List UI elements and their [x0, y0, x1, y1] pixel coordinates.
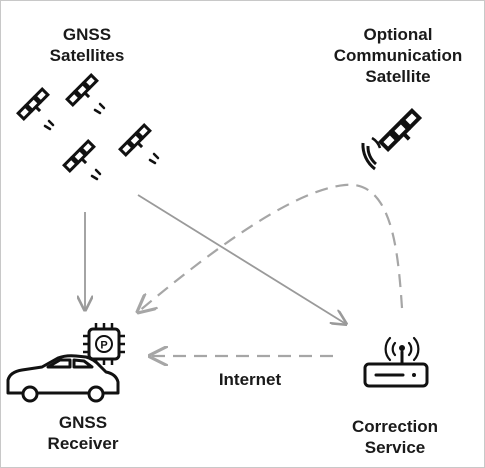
router-icon: [363, 336, 429, 388]
correction-service-label-line1: Correction: [352, 417, 438, 436]
satellite-icon: [16, 87, 54, 125]
arrow-gnss-to-correction: [137, 194, 346, 324]
satellite-icon: [62, 139, 100, 177]
chip-icon: P: [83, 323, 125, 365]
gnss-receiver-label-line1: GNSS: [58, 413, 108, 432]
correction-service-label-line2: Service: [364, 438, 426, 457]
comm-satellite-label: Optional Communication Satellite: [315, 24, 481, 87]
comm-satellite-label-line1: Optional: [363, 25, 433, 44]
correction-service-label: Correction Service: [335, 416, 455, 458]
gnss-satellites-label-line2: Satellites: [49, 46, 125, 65]
comm-satellite-label-line2: Communication: [333, 46, 463, 65]
gnss-satellite-cluster: [16, 73, 160, 181]
gnss-receiver-label: GNSS Receiver: [28, 412, 138, 454]
gnss-satellites-label-line1: GNSS: [62, 25, 112, 44]
internet-label: Internet: [218, 370, 282, 389]
car-icon: [6, 354, 120, 403]
gnss-satellites-label: GNSS Satellites: [32, 24, 142, 66]
comm-satellite-label-line3: Satellite: [365, 67, 431, 86]
chip-letter: P: [100, 340, 107, 352]
arrow-service-via-satellite: [138, 183, 404, 312]
gnss-receiver-label-line2: Receiver: [47, 434, 119, 453]
satellite-icon: [65, 73, 103, 111]
satellite-icon: [118, 123, 156, 161]
antenna-satellite-icon: [361, 108, 427, 171]
